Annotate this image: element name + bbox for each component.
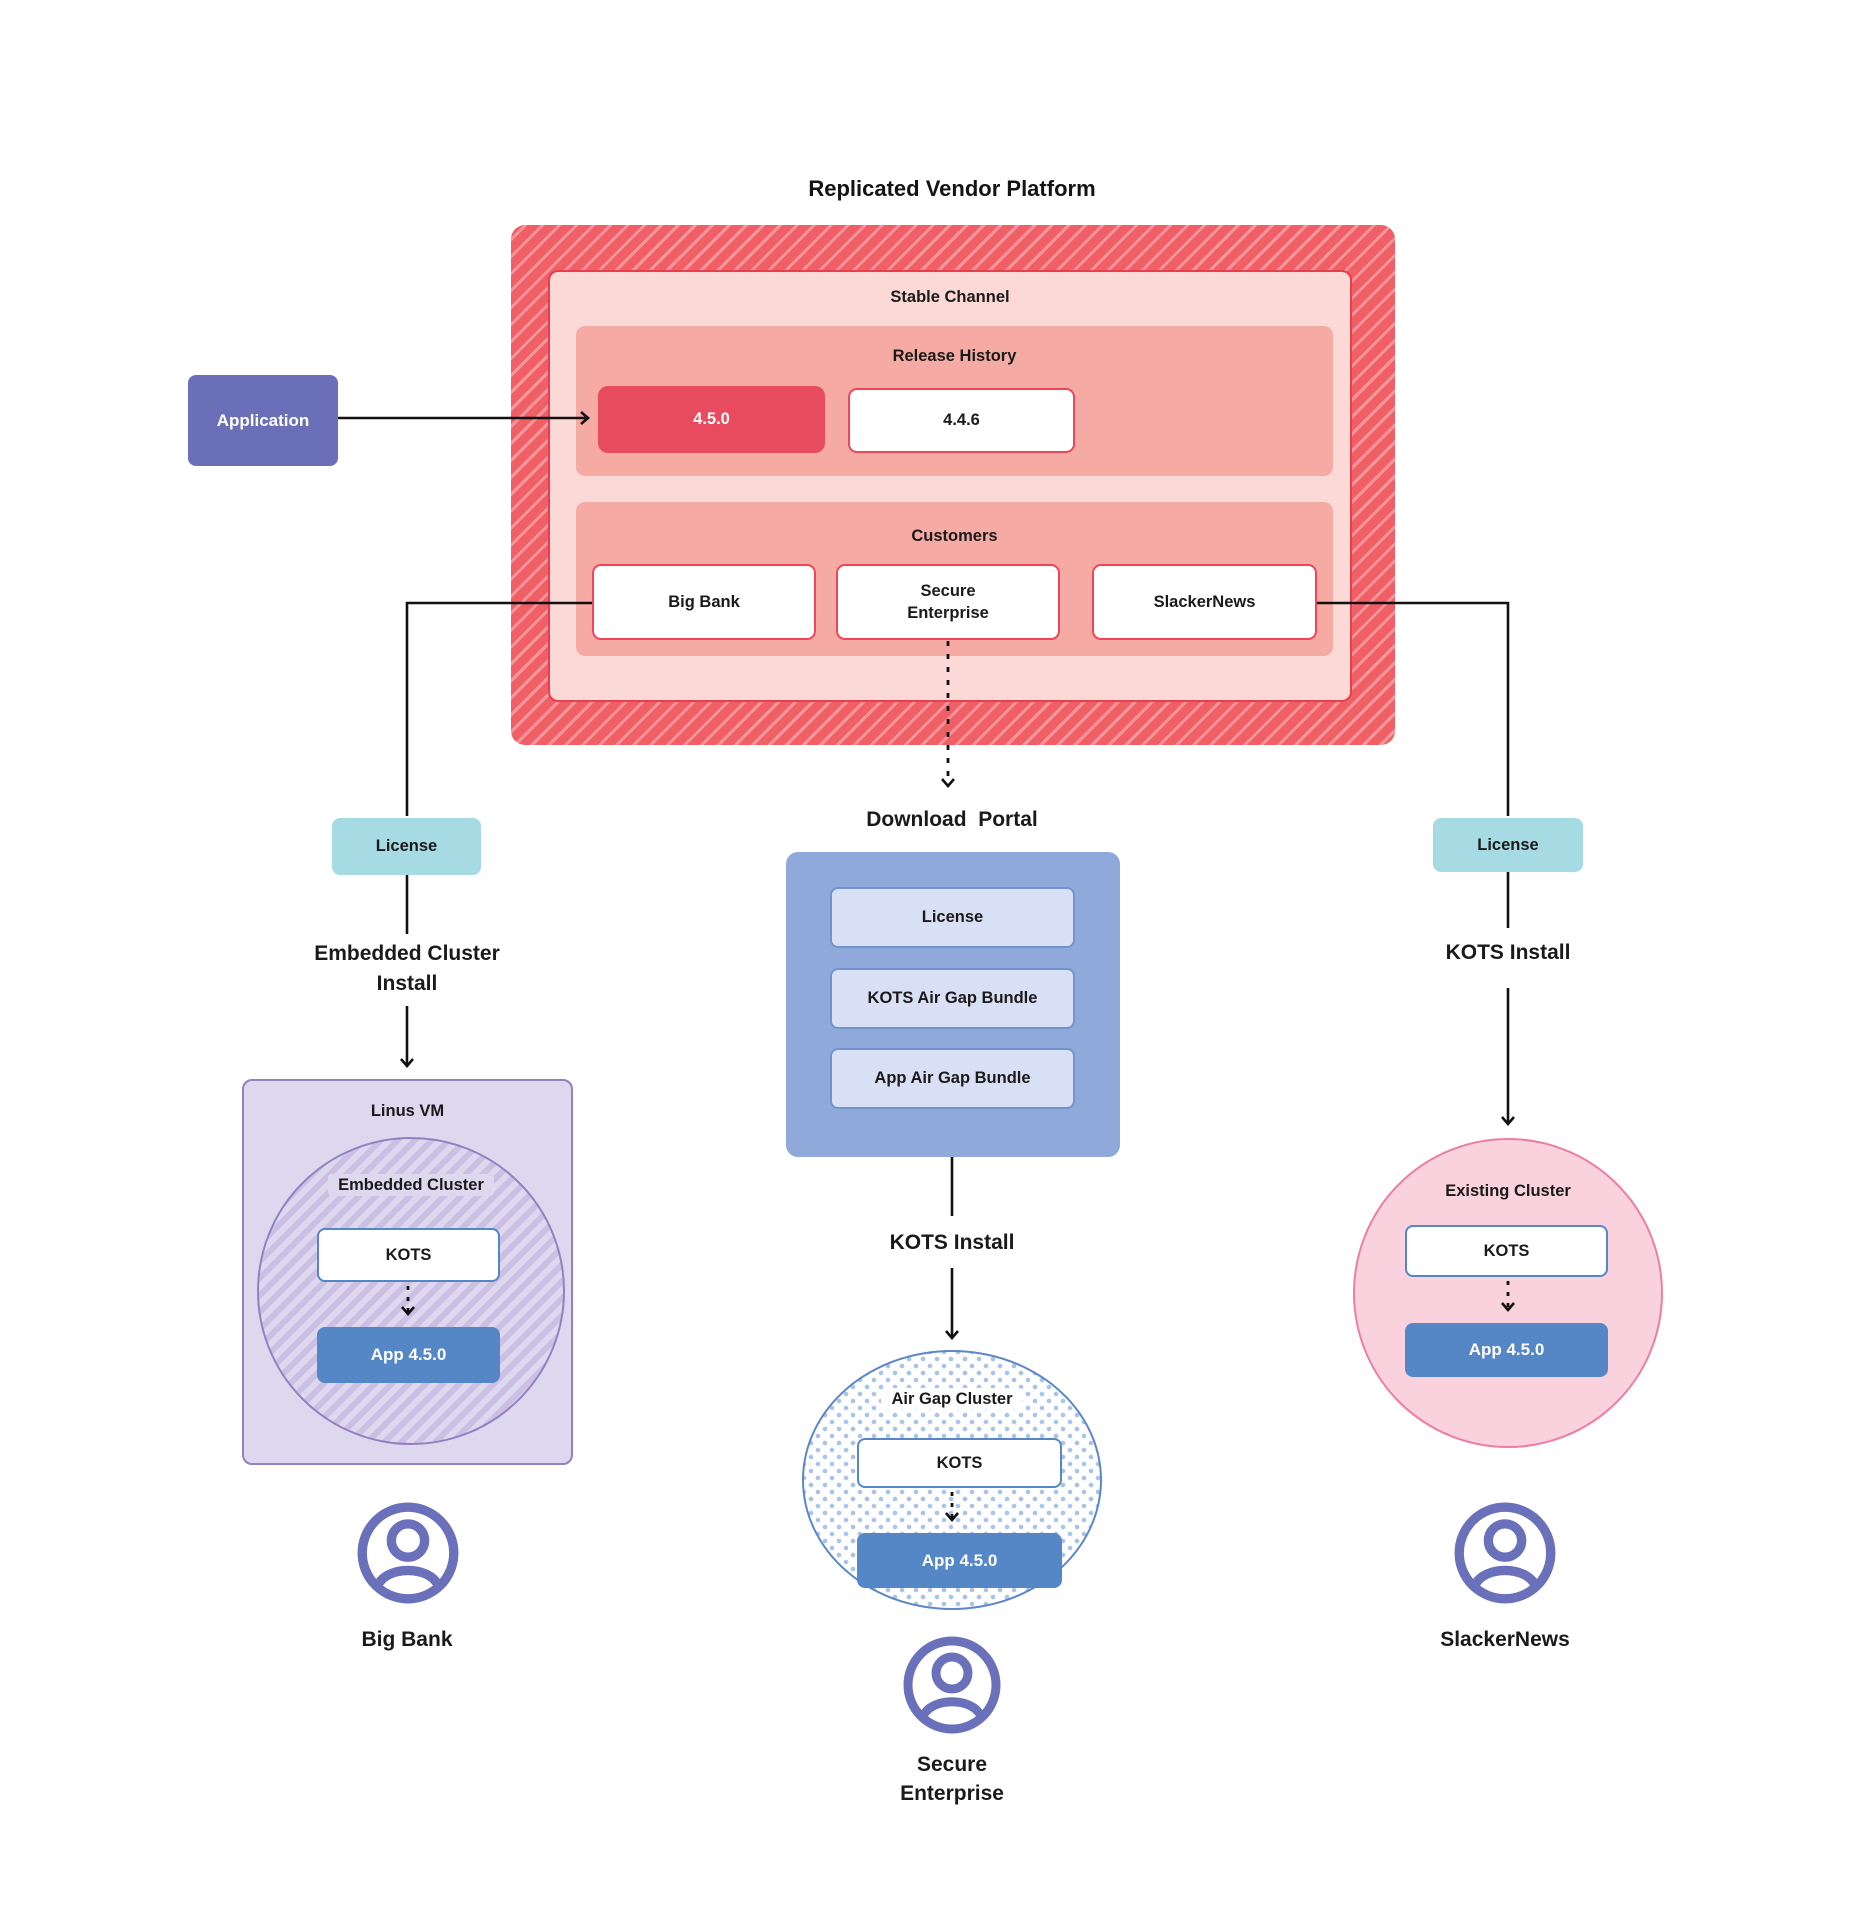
slackernews-user-label: SlackerNews — [1440, 1628, 1570, 1651]
application-box: Application — [188, 375, 338, 466]
big-bank-user-label: Big Bank — [361, 1628, 453, 1651]
license-box-right: License — [1433, 818, 1583, 872]
user-icon — [357, 1502, 459, 1604]
diagram-title: Replicated Vendor Platform — [808, 176, 1096, 201]
air-gap-cluster-label: Air Gap Cluster — [881, 1388, 1023, 1410]
portal-license-box: License — [830, 887, 1075, 948]
release-box-446: 4.4.6 — [848, 388, 1075, 453]
embedded-cluster-label-wrap: Embedded Cluster — [257, 1174, 565, 1196]
user-icon — [903, 1636, 1001, 1734]
linus-vm-label: Linus VM — [370, 1102, 445, 1120]
kots-box-middle: KOTS — [857, 1438, 1062, 1488]
existing-cluster-label: Existing Cluster — [1445, 1182, 1571, 1200]
embedded-cluster-install-label: Embedded Cluster Install — [314, 941, 500, 995]
download-portal-label: Download Portal — [866, 808, 1038, 831]
kots-install-label-right: KOTS Install — [1445, 941, 1571, 964]
user-icon — [1454, 1502, 1556, 1604]
customer-box-slackernews-label: SlackerNews — [1153, 592, 1256, 611]
app-box-middle: App 4.5.0 — [857, 1533, 1062, 1588]
customer-box-big-bank: Big Bank — [592, 564, 816, 640]
app-box-right: App 4.5.0 — [1405, 1323, 1608, 1377]
kots-install-label-middle: KOTS Install — [889, 1231, 1015, 1254]
app-box-left: App 4.5.0 — [317, 1327, 500, 1383]
kots-box-left: KOTS — [317, 1228, 500, 1282]
customer-box-slackernews: SlackerNews — [1092, 564, 1317, 640]
secure-enterprise-user-label: Secure Enterprise — [900, 1753, 1004, 1806]
release-history-label: Release History — [892, 347, 1017, 365]
release-box-450: 4.5.0 — [598, 386, 825, 453]
portal-kots-bundle-box: KOTS Air Gap Bundle — [830, 968, 1075, 1029]
customer-box-secure-enterprise: Secure Enterprise — [836, 564, 1060, 640]
license-box-left: License — [332, 818, 481, 875]
embedded-cluster-label: Embedded Cluster — [328, 1174, 494, 1196]
air-gap-cluster-label-wrap: Air Gap Cluster — [802, 1388, 1102, 1410]
kots-box-right: KOTS — [1405, 1225, 1608, 1277]
customers-label: Customers — [911, 527, 998, 545]
customer-box-big-bank-label: Big Bank — [668, 592, 740, 611]
portal-app-bundle-box: App Air Gap Bundle — [830, 1048, 1075, 1109]
stable-channel-label: Stable Channel — [890, 288, 1010, 306]
customer-box-secure-enterprise-label: Secure Enterprise — [907, 581, 989, 622]
